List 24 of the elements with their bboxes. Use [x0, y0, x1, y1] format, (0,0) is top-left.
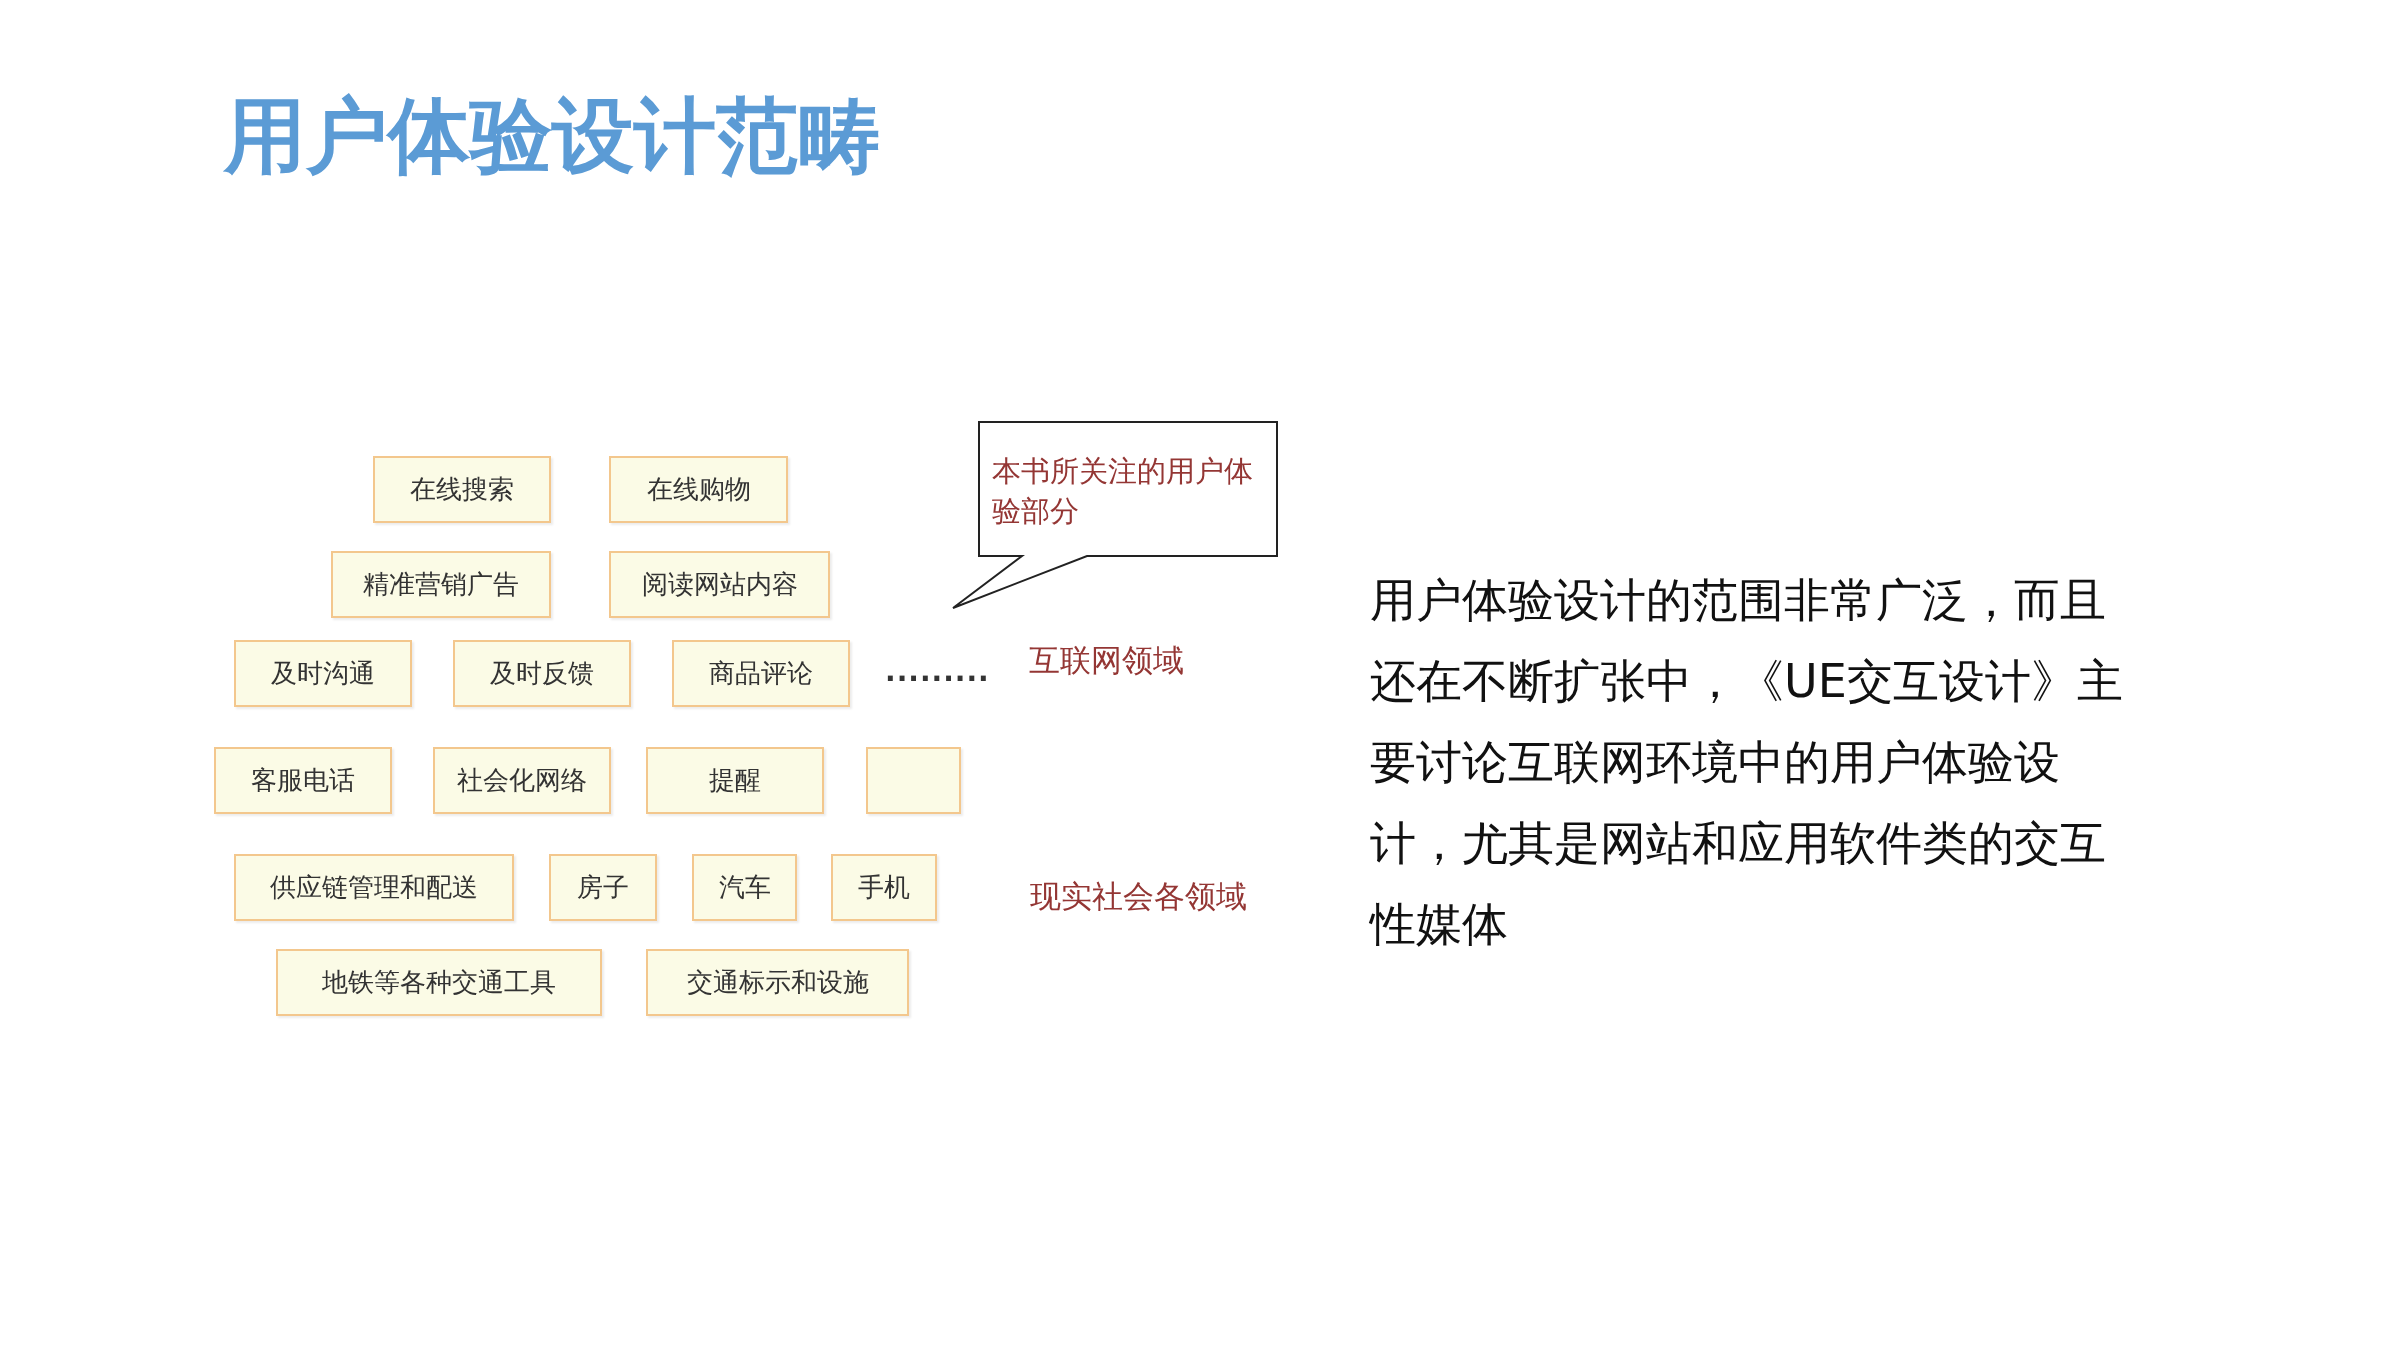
category-box: 商品评论 [672, 640, 850, 707]
category-box: 交通标示和设施 [646, 949, 909, 1016]
slide-title: 用户体验设计范畴 [224, 87, 880, 185]
category-box: 地铁等各种交通工具 [276, 949, 602, 1016]
callout-text: 本书所关注的用户体验部分 [992, 453, 1254, 530]
category-box: 及时沟通 [234, 640, 412, 707]
category-box: 在线搜索 [373, 456, 551, 523]
section-label: 互联网领域 [1029, 641, 1184, 680]
ellipsis-dots: ......... [885, 655, 990, 688]
category-box: 及时反馈 [453, 640, 631, 707]
empty-box [866, 747, 961, 814]
category-box: 精准营销广告 [331, 551, 551, 618]
category-box: 提醒 [646, 747, 824, 814]
description-text: 用户体验设计的范围非常广泛，而且还在不断扩张中，《UE交互设计》主要讨论互联网环境中的用户体验设计，尤其是网站和应用软件类的交互性媒体 [1370, 572, 2124, 953]
speech-bubble [952, 421, 1278, 609]
category-box: 供应链管理和配送 [234, 854, 514, 921]
category-box: 阅读网站内容 [609, 551, 830, 618]
category-box: 汽车 [692, 854, 797, 921]
category-box: 社会化网络 [433, 747, 611, 814]
category-box: 客服电话 [214, 747, 392, 814]
category-box: 手机 [831, 854, 937, 921]
category-box: 在线购物 [609, 456, 788, 523]
category-box: 房子 [549, 854, 657, 921]
section-label: 现实社会各领域 [1030, 877, 1247, 916]
